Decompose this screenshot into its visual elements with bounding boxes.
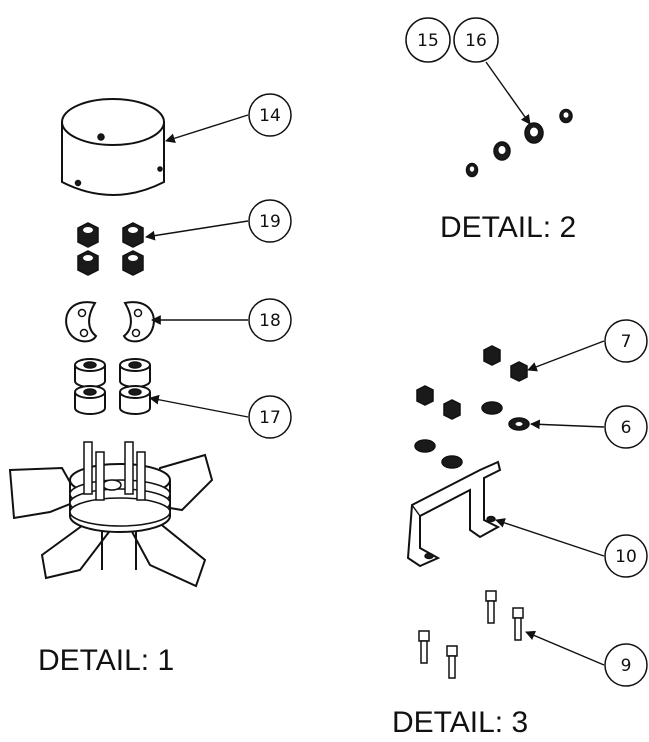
callout-7-label: 7 bbox=[621, 332, 632, 352]
leader-19 bbox=[145, 220, 249, 241]
callout-15-label: 15 bbox=[417, 31, 439, 51]
part-6-washers bbox=[414, 401, 530, 469]
detail-1-title: DETAIL: 1 bbox=[38, 644, 174, 677]
callout-9-label: 9 bbox=[621, 656, 632, 676]
callout-9: 9 bbox=[604, 643, 648, 687]
small-nuts-washers bbox=[465, 108, 573, 178]
leader-6 bbox=[530, 419, 605, 430]
callout-10: 10 bbox=[604, 534, 648, 578]
callout-18: 18 bbox=[248, 298, 292, 342]
part-18-clamp-plates bbox=[65, 301, 155, 343]
callout-17: 17 bbox=[248, 395, 292, 439]
leader-7 bbox=[527, 340, 605, 372]
leader-9 bbox=[525, 630, 605, 666]
part-19-nuts bbox=[77, 222, 144, 276]
leader-10 bbox=[495, 518, 605, 557]
callout-7: 7 bbox=[604, 319, 648, 363]
callout-15: 15 bbox=[405, 17, 451, 63]
leader-16 bbox=[485, 61, 531, 125]
callout-19: 19 bbox=[248, 199, 292, 243]
callout-17-label: 17 bbox=[259, 408, 281, 428]
detail-2-group: 15 16 DETAIL: 2 bbox=[405, 17, 576, 244]
callout-6: 6 bbox=[604, 405, 648, 449]
callout-19-label: 19 bbox=[259, 212, 281, 232]
callout-10-label: 10 bbox=[615, 547, 637, 567]
callout-14: 14 bbox=[248, 93, 292, 137]
part-10-bracket bbox=[406, 460, 502, 568]
detail-2-title: DETAIL: 2 bbox=[440, 211, 576, 244]
callout-16: 16 bbox=[453, 17, 499, 63]
detail-1-group: 14 19 18 17 DETAIL: 1 bbox=[8, 93, 292, 677]
part-7-nuts bbox=[416, 345, 528, 420]
part-17-spacers bbox=[74, 358, 151, 415]
callout-18-label: 18 bbox=[259, 311, 281, 331]
part-14-cap bbox=[61, 98, 165, 196]
detail-3-title: DETAIL: 3 bbox=[392, 706, 528, 739]
detail-3-group: 7 6 10 9 DETAIL: 3 bbox=[392, 319, 648, 739]
leader-14 bbox=[165, 114, 249, 144]
part-9-bolts bbox=[418, 590, 524, 679]
leader-17 bbox=[149, 394, 249, 418]
callout-16-label: 16 bbox=[465, 31, 487, 51]
callout-14-label: 14 bbox=[259, 106, 281, 126]
callout-6-label: 6 bbox=[621, 418, 632, 438]
fan-hub-assembly bbox=[8, 441, 214, 588]
